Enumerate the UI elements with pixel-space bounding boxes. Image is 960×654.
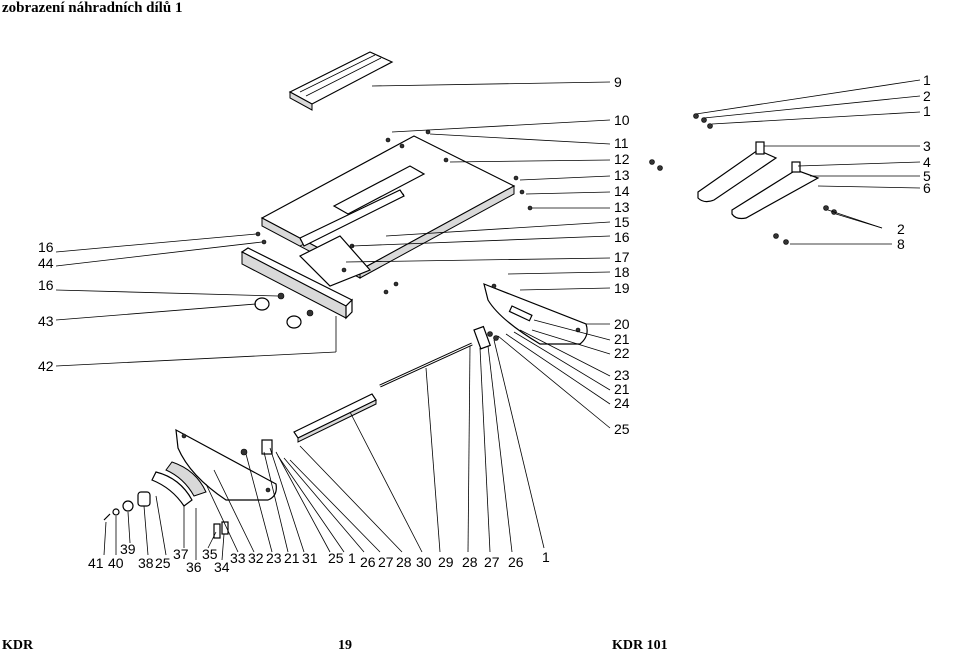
- part-label: 18: [614, 264, 630, 280]
- part-label: 21: [284, 550, 300, 566]
- part-label: 1: [923, 103, 931, 119]
- page-title: zobrazení náhradních dílů 1: [2, 0, 183, 16]
- part-label: 2: [897, 221, 905, 237]
- bracket-part: [473, 325, 499, 350]
- part-label: 28: [462, 554, 478, 570]
- rod-part: [379, 342, 473, 388]
- part-number-labels: 9 10 11 12 13 14 13 15 16 17 18 19 20 21…: [38, 72, 931, 575]
- part-label: 25: [614, 421, 630, 437]
- part-label: 36: [186, 559, 202, 575]
- part-label: 17: [614, 249, 630, 265]
- part-label: 4: [923, 154, 931, 170]
- left-side-plate-part: [175, 428, 277, 501]
- part-label: 12: [614, 151, 630, 167]
- guide-rail-part: [288, 51, 394, 111]
- right-side-plate-part: [483, 283, 588, 345]
- part-label: 16: [38, 277, 54, 293]
- part-label: 15: [614, 214, 630, 230]
- part-label: 44: [38, 255, 54, 271]
- part-label: 26: [508, 554, 524, 570]
- part-label: 31: [302, 550, 318, 566]
- part-label: 5: [923, 168, 931, 184]
- part-label: 30: [416, 554, 432, 570]
- part-label: 38: [138, 555, 154, 571]
- part-label: 39: [120, 541, 136, 557]
- footer-model-right: KDR 101: [612, 638, 668, 653]
- footer-page-number: 19: [338, 638, 352, 653]
- part-label: 28: [396, 554, 412, 570]
- part-label: 32: [248, 550, 264, 566]
- footer-model-left: KDR: [2, 638, 34, 653]
- part-label: 1: [923, 72, 931, 88]
- part-label: 23: [266, 550, 282, 566]
- part-label: 20: [614, 316, 630, 332]
- part-label: 27: [378, 554, 394, 570]
- part-label: 9: [614, 74, 622, 90]
- small-parts-left: [103, 439, 273, 539]
- part-label: 23: [614, 367, 630, 383]
- fence-part: [240, 247, 354, 320]
- part-label: 3: [923, 138, 931, 154]
- support-legs-part: [649, 113, 837, 245]
- part-label: 10: [614, 112, 630, 128]
- part-label: 16: [614, 229, 630, 245]
- part-label: 24: [614, 395, 630, 411]
- part-label: 16: [38, 239, 54, 255]
- screws-cluster: [255, 129, 533, 295]
- part-label: 1: [542, 549, 550, 565]
- part-label: 2: [923, 88, 931, 104]
- part-label: 25: [328, 550, 344, 566]
- part-label: 26: [360, 554, 376, 570]
- part-label: 25: [155, 555, 171, 571]
- part-label: 41: [88, 555, 104, 571]
- part-label: 34: [214, 559, 230, 575]
- knob-parts: [254, 292, 314, 329]
- part-label: 37: [173, 546, 189, 562]
- part-label: 42: [38, 358, 54, 374]
- part-label: 40: [108, 555, 124, 571]
- part-label: 13: [614, 199, 630, 215]
- part-label: 14: [614, 183, 630, 199]
- part-label: 8: [897, 236, 905, 252]
- part-label: 43: [38, 313, 54, 329]
- part-label: 13: [614, 167, 630, 183]
- table-top-part: [260, 135, 516, 287]
- part-label: 29: [438, 554, 454, 570]
- part-label: 1: [348, 550, 356, 566]
- part-label: 6: [923, 180, 931, 196]
- part-label: 22: [614, 345, 630, 361]
- lower-rail-part: [293, 393, 377, 443]
- part-label: 11: [614, 135, 629, 151]
- part-label: 21: [614, 331, 630, 347]
- leader-lines: [55, 79, 921, 561]
- part-label: 33: [230, 550, 246, 566]
- part-label: 19: [614, 280, 630, 296]
- part-label: 27: [484, 554, 500, 570]
- part-label: 35: [202, 546, 218, 562]
- part-label: 21: [614, 381, 630, 397]
